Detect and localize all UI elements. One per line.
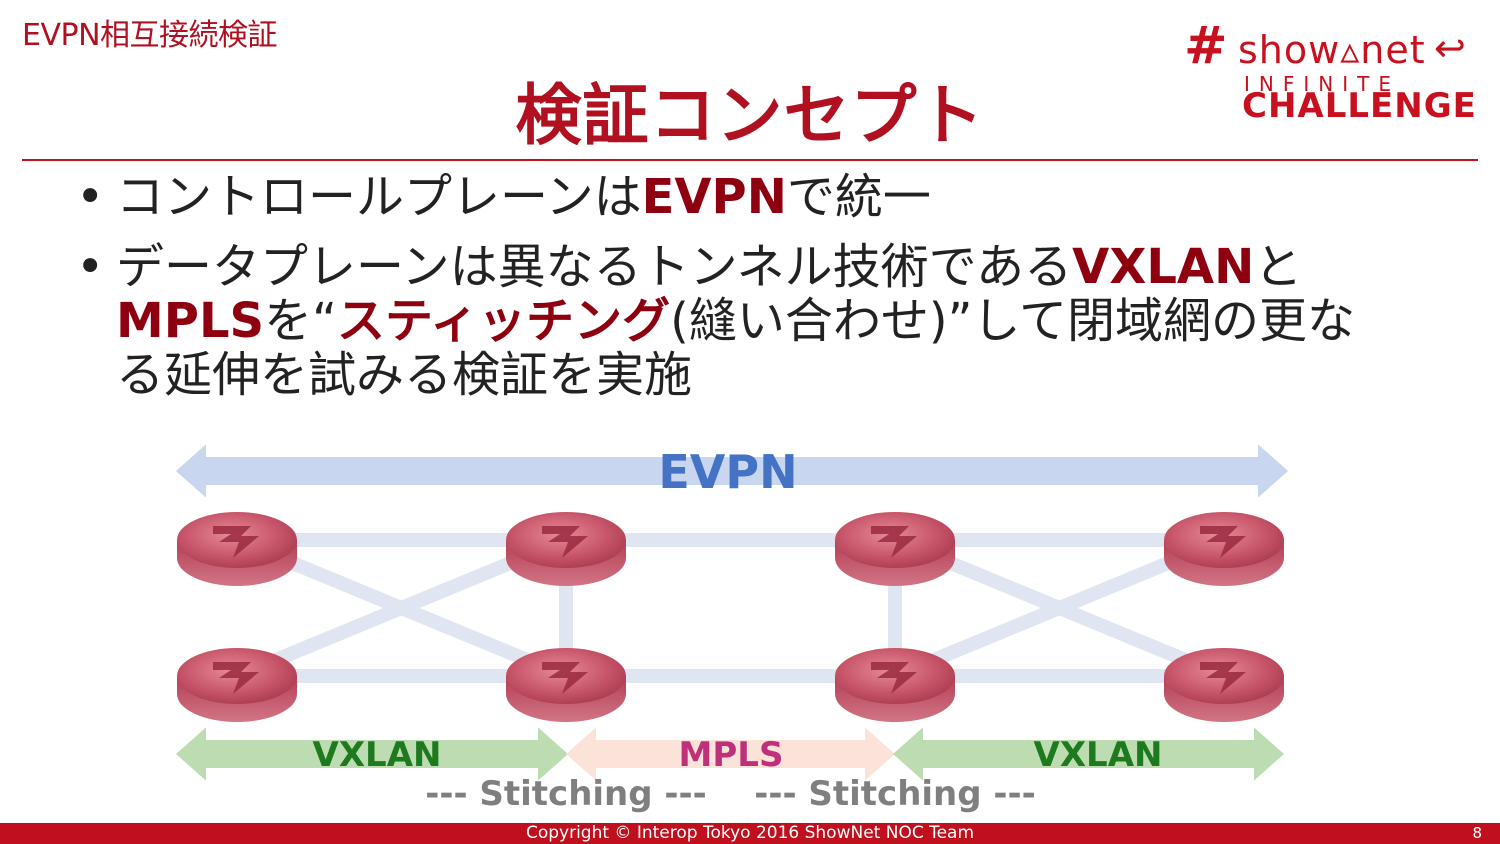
arrows-layer <box>176 444 1288 781</box>
routers-layer <box>177 512 1284 722</box>
router-icon <box>1164 512 1284 586</box>
router-symbol <box>1200 526 1246 558</box>
router-icon <box>835 648 955 722</box>
bullet-text: データプレーンは異なるトンネル技術である <box>116 239 1073 295</box>
bullet-emphasis: スティッチング <box>336 293 671 349</box>
bullet-item: •コントロールプレーンはEVPNで統一 <box>76 170 1476 224</box>
router-symbol <box>542 526 588 558</box>
bullet-text: で統一 <box>786 169 931 225</box>
router-icon <box>506 512 626 586</box>
router-symbol <box>871 526 917 558</box>
router-symbol <box>213 662 259 694</box>
router-icon <box>177 512 297 586</box>
bullet-dot: • <box>76 239 105 295</box>
bullet-line: MPLSを“スティッチング(縫い合わせ)”して閉域網の更な <box>116 294 1476 348</box>
mpls-label: MPLS <box>679 735 784 775</box>
router-icon <box>177 648 297 722</box>
router-icon <box>506 648 626 722</box>
section-label: EVPN相互接続検証 <box>22 18 278 53</box>
bullet-line: る延伸を試みる検証を実施 <box>116 348 1476 402</box>
logo-name: show▵net <box>1238 28 1426 72</box>
bullet-emphasis: EVPN <box>641 169 787 225</box>
logo-tagline-infinite: INFINITE <box>1244 72 1400 96</box>
router-symbol <box>213 526 259 558</box>
title-divider <box>22 159 1478 161</box>
mpls-arrow <box>566 727 895 781</box>
bullet-emphasis: VXLAN <box>1072 239 1255 295</box>
vxlan-label: VXLAN <box>1034 735 1163 775</box>
bullet-dot: • <box>76 169 105 225</box>
page-number: 8 <box>1472 824 1482 842</box>
vxlan-arrow <box>176 727 568 781</box>
links-layer <box>230 533 1231 683</box>
router-symbol <box>1200 662 1246 694</box>
bullet-list: •コントロールプレーンはEVPNで統一•データプレーンは異なるトンネル技術である… <box>76 170 1476 418</box>
bullet-text: を“ <box>264 293 337 349</box>
logo-hash: # <box>1184 16 1228 76</box>
footer-bar: Copyright © Interop Tokyo 2016 ShowNet N… <box>0 823 1500 844</box>
vxlan-arrow <box>893 727 1284 781</box>
copyright-text: Copyright © Interop Tokyo 2016 ShowNet N… <box>525 823 975 843</box>
bullet-text: (縫い合わせ)”して閉域網の更な <box>670 293 1355 349</box>
vxlan-label: VXLAN <box>313 735 442 775</box>
router-icon <box>835 512 955 586</box>
router-icon <box>1164 648 1284 722</box>
logo-tagline-challenge: CHALLENGE <box>1242 86 1477 126</box>
bullet-emphasis: MPLS <box>116 293 265 349</box>
slide-title: 検証コンセプト <box>515 77 985 154</box>
bullet-text: る延伸を試みる検証を実施 <box>116 347 693 403</box>
bullet-text: と <box>1254 239 1303 295</box>
return-arrow-icon: ↩ <box>1434 26 1466 70</box>
evpn-arrow <box>176 444 1288 498</box>
shownet-logo: # show▵net ↩ INFINITE CHALLENGE <box>1172 14 1488 126</box>
stitching-label: --- Stitching --- <box>754 774 1036 814</box>
router-symbol <box>542 662 588 694</box>
evpn-label: EVPN <box>658 445 797 499</box>
bullet-text: コントロールプレーンは <box>116 169 642 225</box>
bullet-line: データプレーンは異なるトンネル技術であるVXLANと <box>116 240 1476 294</box>
stitching-label: --- Stitching --- <box>425 774 707 814</box>
router-symbol <box>871 662 917 694</box>
bullet-line: コントロールプレーンはEVPNで統一 <box>116 170 1476 224</box>
